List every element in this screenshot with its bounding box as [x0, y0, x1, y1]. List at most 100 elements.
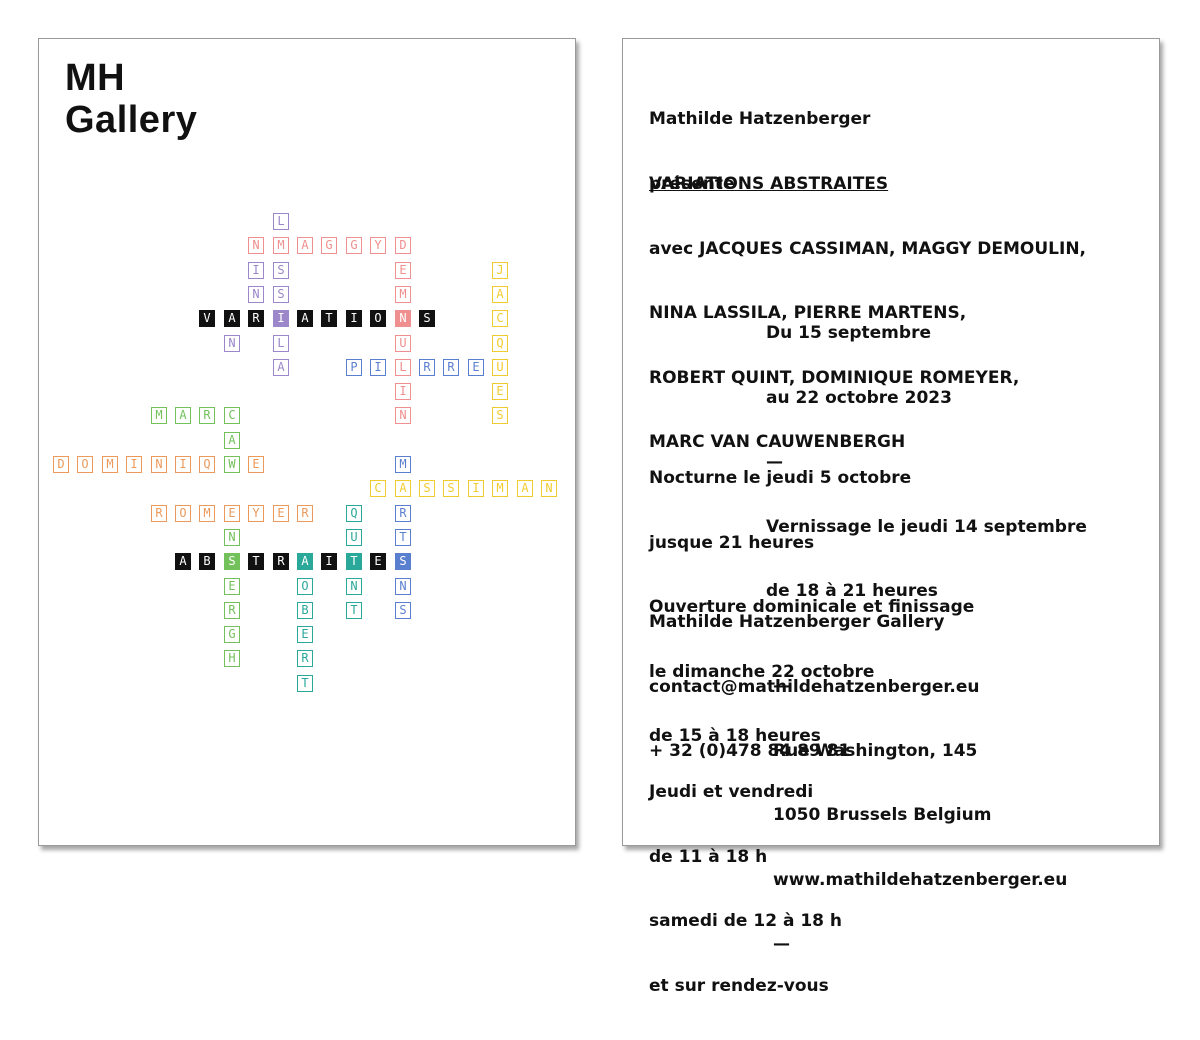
crossword-tile: Y — [248, 505, 264, 522]
crossword-tile: D — [53, 456, 69, 473]
crossword-tile: U — [346, 529, 362, 546]
crossword-tile: E — [492, 383, 508, 400]
crossword-tile: A — [395, 480, 411, 497]
crossword-tile: A — [297, 553, 313, 570]
crossword-tile: I — [126, 456, 142, 473]
crossword-tile: M — [395, 286, 411, 303]
website-link[interactable]: www.mathildehatzenberger.eu — [773, 869, 1068, 890]
crossword-tile: N — [151, 456, 167, 473]
crossword-tile: I — [248, 262, 264, 279]
crossword-tile: O — [77, 456, 93, 473]
phone-number: + 32 (0)478 84 89 81 — [649, 741, 851, 761]
crossword-tile: M — [273, 237, 289, 254]
dates-line: — — [766, 452, 783, 472]
crossword-tile: T — [321, 310, 337, 327]
crossword-tile: R — [224, 602, 240, 619]
hours-line: de 11 à 18 h — [649, 846, 768, 867]
crossword-tile: O — [175, 505, 191, 522]
dates-line: Du 15 septembre — [766, 323, 931, 343]
crossword-tile: I — [395, 383, 411, 400]
crossword-tile: T — [297, 675, 313, 692]
crossword-tile: S — [419, 310, 435, 327]
crossword-tile: C — [492, 310, 508, 327]
crossword-tile: N — [248, 237, 264, 254]
crossword-tile: U — [395, 335, 411, 352]
crossword-tile: A — [492, 286, 508, 303]
crossword-tile: S — [273, 286, 289, 303]
crossword-tile: Q — [492, 335, 508, 352]
crossword-tile: E — [224, 505, 240, 522]
crossword-tile: N — [541, 480, 557, 497]
crossword-tile: M — [102, 456, 118, 473]
crossword-tile: R — [248, 310, 264, 327]
crossword-tile: Q — [199, 456, 215, 473]
crossword-tile: E — [468, 359, 484, 376]
crossword-tile: Q — [346, 505, 362, 522]
dates-line: Vernissage le jeudi 14 septembre — [766, 516, 1087, 537]
email-link[interactable]: contact@mathildehatzenberger.eu — [649, 676, 980, 697]
intro-block: Mathilde Hatzenberger présente — [649, 66, 870, 238]
events-line: Nocturne le jeudi 5 octobre — [649, 468, 912, 488]
crossword-tile: R — [443, 359, 459, 376]
crossword-tile: O — [370, 310, 386, 327]
crossword-tile: S — [273, 262, 289, 279]
crossword-tile: T — [395, 529, 411, 546]
artists-line: NINA LASSILA, PIERRE MARTENS, — [649, 303, 967, 323]
crossword-tile: R — [199, 407, 215, 424]
crossword-tile: E — [395, 262, 411, 279]
crossword-tile: R — [273, 553, 289, 570]
crossword-tile: N — [248, 286, 264, 303]
artists-line: MARC VAN CAUWENBERGH — [649, 432, 906, 452]
address-line: 1050 Brussels Belgium — [773, 805, 992, 825]
hours-line: et sur rendez-vous — [649, 975, 829, 996]
crossword-tile: G — [224, 626, 240, 643]
events-block: Nocturne le jeudi 5 octobre jusque 21 he… — [649, 425, 974, 791]
dates-block: Du 15 septembre au 22 octobre 2023 — Ver… — [766, 280, 1087, 646]
crossword-tile: S — [443, 480, 459, 497]
crossword-tile: N — [224, 529, 240, 546]
events-line: Ouverture dominicale et finissage — [649, 597, 975, 617]
crossword-tile: M — [151, 407, 167, 424]
crossword-tile: R — [297, 650, 313, 667]
crossword-tile: E — [273, 505, 289, 522]
crossword-tile: O — [297, 578, 313, 595]
logo-line-2: Gallery — [65, 99, 198, 141]
crossword-tile: N — [395, 578, 411, 595]
crossword-tile: G — [346, 237, 362, 254]
crossword-tile: L — [273, 335, 289, 352]
crossword-tile: N — [395, 310, 411, 327]
crossword-tile: E — [248, 456, 264, 473]
contact-block: Mathilde Hatzenberger Gallery contact@ma… — [649, 569, 980, 806]
crossword-tile: S — [395, 553, 411, 570]
intro-line: Mathilde Hatzenberger — [649, 109, 871, 129]
crossword-tile: L — [395, 359, 411, 376]
crossword-tile: E — [370, 553, 386, 570]
crossword-tile: E — [224, 578, 240, 595]
crossword-tile: M — [492, 480, 508, 497]
crossword-tile: C — [370, 480, 386, 497]
crossword-tile: S — [395, 602, 411, 619]
crossword-tile: N — [346, 578, 362, 595]
crossword-tile: Y — [370, 237, 386, 254]
crossword-tile: U — [492, 359, 508, 376]
intro-line: présente — [649, 173, 735, 194]
crossword-tile: T — [346, 602, 362, 619]
events-line: jusque 21 heures — [649, 532, 815, 553]
crossword-tile: A — [224, 432, 240, 449]
crossword-tile: C — [224, 407, 240, 424]
crossword-tile: S — [224, 553, 240, 570]
dates-line: au 22 octobre 2023 — [766, 387, 952, 408]
crossword-tile: N — [395, 407, 411, 424]
crossword-tile: I — [175, 456, 191, 473]
crossword-tile: T — [248, 553, 264, 570]
crossword-tile: D — [395, 237, 411, 254]
crossword-tile: J — [492, 262, 508, 279]
hours-line: samedi de 12 à 18 h — [649, 911, 843, 931]
crossword-tile: T — [346, 553, 362, 570]
hours-line: Jeudi et vendredi — [649, 782, 814, 802]
gallery-name: Mathilde Hatzenberger Gallery — [649, 612, 945, 632]
crossword-tile: S — [419, 480, 435, 497]
exhibition-block: VARIATIONS ABSTRAITES avec JACQUES CASSI… — [649, 131, 1086, 497]
exhibition-title: VARIATIONS ABSTRAITES — [649, 174, 889, 194]
artists-line: ROBERT QUINT, DOMINIQUE ROMEYER, — [649, 367, 1020, 388]
